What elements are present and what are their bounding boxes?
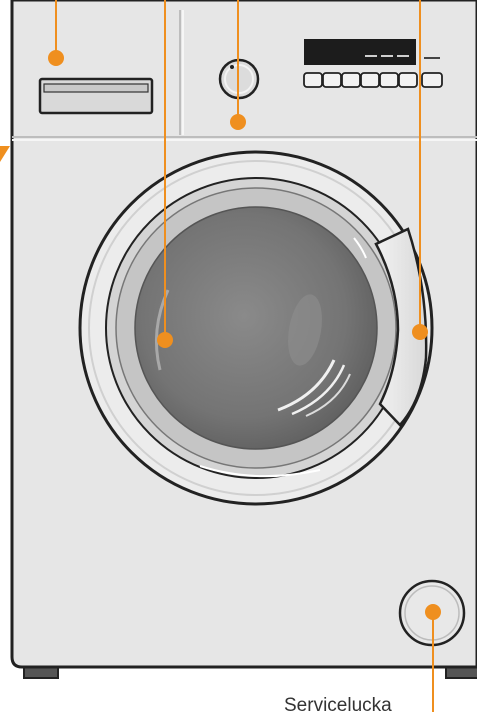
door-handle-marker [412,324,428,340]
program-button [399,73,417,87]
program-button [361,73,379,87]
door-glass [135,207,377,449]
program-button [422,73,442,87]
detergent-drawer-marker [48,50,64,66]
program-button [304,73,322,87]
program-button [323,73,341,87]
program-button [380,73,398,87]
edge-pointer [0,146,10,162]
program-button [342,73,360,87]
detergent-drawer [40,79,152,113]
washer-door [80,152,432,504]
service-hatch-marker [425,604,441,620]
program-selector-marker [230,114,246,130]
door-glass-marker [157,332,173,348]
program-buttons [304,73,442,87]
service-hatch-label: Servicelucka [284,696,392,715]
